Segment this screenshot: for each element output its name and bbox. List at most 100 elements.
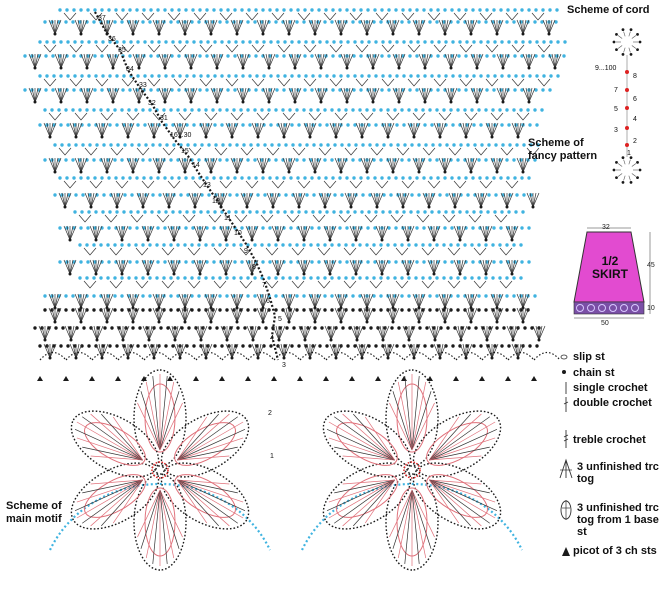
scallop-arc (195, 351, 223, 361)
chain-stitch-dot (72, 88, 76, 92)
chain-stitch-dot (122, 210, 126, 214)
picot-triangle (505, 376, 511, 381)
chain-stitch-dot (498, 243, 502, 247)
chain-stitch-dot (436, 88, 440, 92)
chain-stitch-dot (372, 276, 376, 280)
stitch-fan (438, 307, 452, 324)
chain-stitch-dot (477, 294, 481, 298)
stitch-fan (256, 19, 270, 36)
chain-stitch-dot (500, 40, 504, 44)
chain-stitch-dot (443, 176, 447, 180)
chain-stitch-dot (218, 308, 222, 312)
scallop-arc (455, 351, 483, 361)
chain-stitch-dot (410, 143, 414, 147)
legend-slip-st: slip st (573, 351, 605, 363)
chain-stitch-dot (484, 20, 488, 24)
stitch-fan (132, 87, 146, 104)
v-stitch (329, 78, 343, 87)
chain-stitch-dot (449, 276, 453, 280)
chain-stitch-dot (144, 143, 148, 147)
stitch-fan (308, 157, 322, 174)
chain-stitch-dot (275, 8, 279, 12)
chain-stitch-dot (255, 210, 259, 214)
chain-stitch-dot (121, 88, 125, 92)
motif-petal (412, 462, 502, 530)
v-stitch (141, 12, 155, 21)
stitch-fan (158, 87, 172, 104)
chain-stitch-dot (304, 74, 308, 78)
stitch-fan (355, 343, 369, 360)
chain-stitch-dot (170, 88, 174, 92)
v-stitch (58, 147, 72, 156)
chain-stitch-dot (303, 54, 307, 58)
chain-stitch-dot (246, 20, 250, 24)
chain-stitch-dot (267, 108, 271, 112)
hem-motif (587, 304, 595, 312)
chain-stitch-dot (262, 74, 266, 78)
chain-stitch-dot (527, 260, 531, 264)
pattern-row (78, 243, 523, 256)
chain-stitch-dot (228, 143, 232, 147)
cord-num-4: 4 (633, 116, 637, 123)
cord-stitch (625, 106, 629, 110)
chain-stitch-dot (407, 243, 411, 247)
chain-stitch-dot (435, 276, 439, 280)
chain-stitch-dot (289, 260, 293, 264)
chain-stitch-dot (309, 108, 313, 112)
v-stitch (317, 280, 331, 289)
v-stitch (407, 44, 421, 53)
chain-stitch-dot (513, 176, 517, 180)
v-stitch (135, 247, 149, 256)
chain-stitch-dot (542, 40, 546, 44)
chain-stitch-dot (494, 143, 498, 147)
chain-stitch-dot (380, 8, 384, 12)
chain-stitch-dot (199, 40, 203, 44)
stitch-fan (438, 293, 452, 310)
picot-triangle (375, 376, 381, 381)
stitch-fan (474, 192, 488, 209)
v-stitch (537, 44, 551, 53)
cord-num-6: 6 (633, 96, 637, 103)
row-num-32: 32 (148, 100, 156, 107)
chain-stitch-dot (311, 74, 315, 78)
chain-stitch-dot (274, 108, 278, 112)
chain-stitch-dot (88, 143, 92, 147)
stitch-fan (89, 259, 103, 276)
stitch-fan (116, 325, 130, 342)
chain-stitch-dot (185, 210, 189, 214)
chain-stitch-dot (312, 193, 316, 197)
chain-stitch-dot (316, 243, 320, 247)
chain-stitch-dot (80, 210, 84, 214)
chain-stitch-dot (395, 344, 399, 348)
chain-stitch-dot (106, 276, 110, 280)
v-stitch (375, 180, 389, 189)
v-stitch (187, 247, 201, 256)
chain-stitch-dot (386, 243, 390, 247)
v-stitch (303, 44, 317, 53)
v-stitch (490, 112, 504, 121)
chain-stitch-dot (353, 344, 357, 348)
stitch-fan (516, 307, 530, 324)
chain-stitch-dot (247, 176, 251, 180)
chain-stitch-dot (437, 40, 441, 44)
chain-stitch-dot (190, 308, 194, 312)
stitch-fan (386, 293, 400, 310)
chain-stitch-dot (395, 40, 399, 44)
v-stitch (334, 112, 348, 121)
chain-stitch-dot (120, 276, 124, 280)
chain-stitch-dot (522, 193, 526, 197)
stitch-fan (63, 225, 77, 242)
chain-stitch-dot (151, 193, 155, 197)
chain-stitch-dot (115, 74, 119, 78)
chain-stitch-dot (197, 308, 201, 312)
chain-stitch-dot (492, 226, 496, 230)
v-stitch (271, 180, 285, 189)
chain-stitch-dot (423, 123, 427, 127)
stitch-fan (433, 343, 447, 360)
chain-stitch-dot (435, 308, 439, 312)
chain-stitch-dot (428, 20, 432, 24)
v-stitch (485, 78, 499, 87)
chain-stitch-dot (507, 74, 511, 78)
chain-stitch-dot (367, 210, 371, 214)
chain-stitch-dot (93, 8, 97, 12)
